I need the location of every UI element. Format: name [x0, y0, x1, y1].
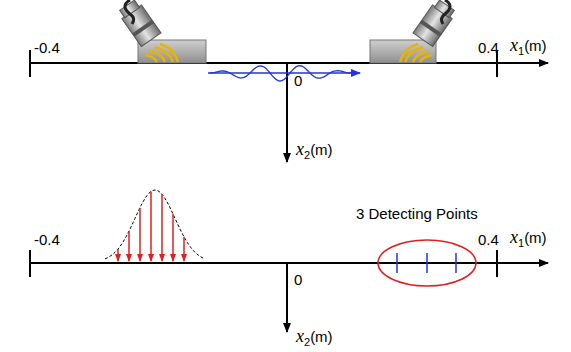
gaussian-load [105, 190, 205, 261]
top-axes [30, 50, 548, 162]
annotation: 3 Detecting Points [356, 206, 478, 221]
tick-label: -0.4 [34, 40, 60, 55]
axis-label: x1(m) [510, 228, 547, 249]
axis-label: x2(m) [296, 327, 333, 348]
axis-label: x1(m) [510, 36, 547, 57]
origin-label: 0 [294, 73, 302, 88]
origin-label: 0 [294, 272, 302, 287]
axis-label: x2(m) [296, 140, 333, 161]
bottom-axes [30, 250, 548, 332]
tick-label: 0.4 [478, 40, 499, 55]
guided-wave [208, 66, 360, 81]
right-transducer [370, 0, 457, 63]
left-transducer [117, 0, 206, 63]
tick-label: -0.4 [34, 232, 60, 247]
detecting-points [378, 240, 476, 286]
tick-label: 0.4 [478, 232, 499, 247]
